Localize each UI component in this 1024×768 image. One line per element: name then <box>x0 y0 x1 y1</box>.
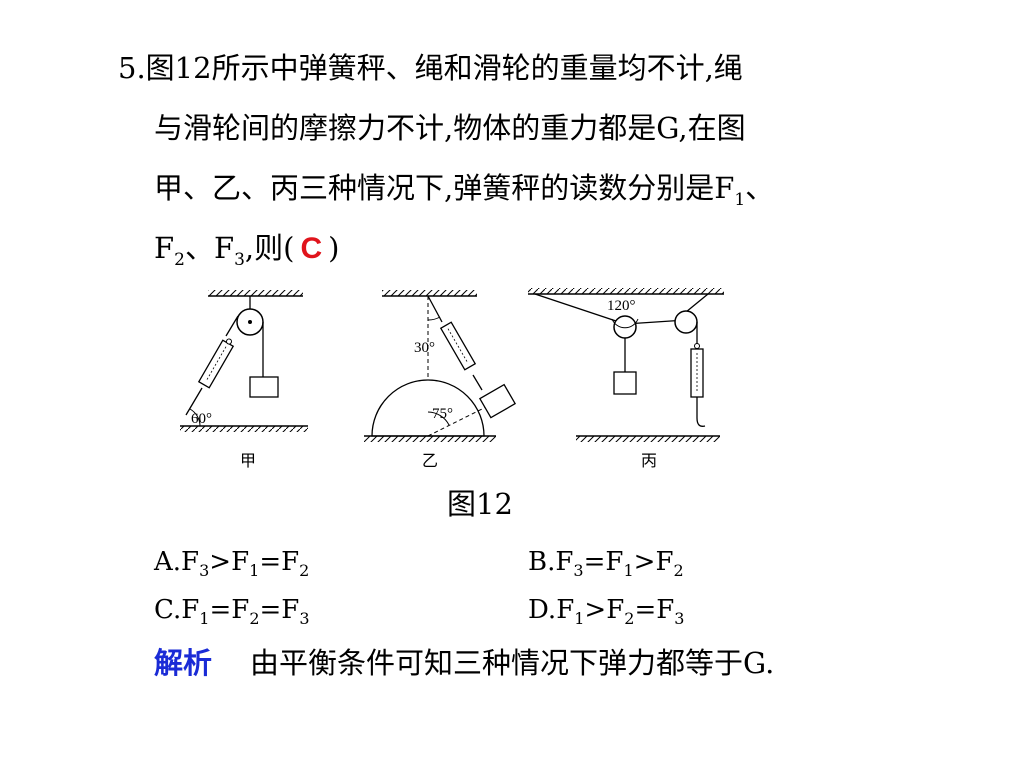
option-subscript: 3 <box>299 609 310 628</box>
option-term: F <box>605 547 624 577</box>
question-number: 5. <box>118 51 146 85</box>
diagram-bing: 120° 丙 <box>528 288 724 470</box>
answer-mark: C <box>300 232 323 265</box>
option-letter: A. <box>154 547 182 577</box>
spring-scale-icon <box>690 343 706 427</box>
semicircle-surface <box>371 379 485 437</box>
option-term: F <box>556 595 575 625</box>
rope-left-lower <box>185 387 203 416</box>
option-term: F <box>231 547 250 577</box>
option-subscript: 3 <box>573 561 584 580</box>
caption-bing: 丙 <box>641 453 657 470</box>
ground-hatch <box>576 436 720 442</box>
option-subscript: 1 <box>574 609 585 628</box>
pulley-icon <box>674 310 698 334</box>
option-subscript: 2 <box>624 609 635 628</box>
option-subscript: 3 <box>199 561 210 580</box>
option-subscript: 2 <box>299 561 310 580</box>
ceiling-hatch <box>208 290 303 296</box>
ground-hatch <box>180 426 308 432</box>
option-letter: B. <box>528 547 556 577</box>
radius-dashed-line <box>427 404 491 437</box>
ground-hatch <box>364 436 496 442</box>
angle-75-label: 75° <box>432 406 453 422</box>
angle-arc-top <box>427 316 441 321</box>
option-d[interactable]: D.F1>F2=F3 <box>528 594 684 635</box>
rope-right-anchor <box>685 293 709 313</box>
option-term: = <box>634 595 657 625</box>
option-term: = <box>209 595 232 625</box>
option-term: F <box>606 595 625 625</box>
ceiling-hatch <box>382 290 477 296</box>
option-subscript: 1 <box>623 561 634 580</box>
angle-arc <box>611 318 639 329</box>
option-b[interactable]: B.F3=F1>F2 <box>528 546 684 587</box>
option-term: = <box>259 547 282 577</box>
physics-figure: 60° 甲 30° 75° 乙 <box>180 288 724 470</box>
option-subscript: 1 <box>249 561 260 580</box>
angle-120-label: 120° <box>607 298 636 314</box>
analysis-label: 解析 <box>154 646 213 680</box>
option-term: F <box>655 547 674 577</box>
option-a[interactable]: A.F3>F1=F2 <box>154 546 309 587</box>
option-subscript: 1 <box>199 609 210 628</box>
question-line-1: 5.图12所示中弹簧秤、绳和滑轮的重量均不计,绳 <box>118 51 743 85</box>
option-term: F <box>281 595 300 625</box>
option-subscript: 2 <box>673 561 684 580</box>
option-term: F <box>181 547 200 577</box>
weight-block <box>613 371 637 395</box>
diagram-jia: 60° 甲 <box>180 290 308 470</box>
question-line-3: 甲、乙、丙三种情况下,弹簧秤的读数分别是F1、 <box>154 171 775 210</box>
option-term: F <box>555 547 574 577</box>
option-letter: C. <box>154 595 182 625</box>
option-term: F <box>281 547 300 577</box>
option-term: F <box>181 595 200 625</box>
ceiling-hatch <box>528 288 724 294</box>
option-term: F <box>656 595 675 625</box>
option-term: F <box>231 595 250 625</box>
rope-left <box>534 293 626 325</box>
angle-arc <box>189 408 201 427</box>
analysis-text: 由平衡条件可知三种情况下弹力都等于G. <box>250 646 775 680</box>
rope-bottom <box>472 374 483 391</box>
angle-30-label: 30° <box>414 340 435 356</box>
option-term: > <box>584 595 607 625</box>
caption-jia: 甲 <box>240 453 256 470</box>
rope-top <box>427 295 443 323</box>
option-term: > <box>209 547 232 577</box>
rope-left-upper <box>225 315 239 337</box>
option-term: = <box>583 547 606 577</box>
question-line-4: F2、F3,则(C) <box>154 231 340 270</box>
question-line-2: 与滑轮间的摩擦力不计,物体的重力都是G,在图 <box>154 111 746 145</box>
pulley-axle <box>248 320 252 324</box>
caption-yi: 乙 <box>422 453 438 470</box>
option-c[interactable]: C.F1=F2=F3 <box>154 594 310 635</box>
pulley-icon <box>613 315 637 339</box>
option-letter: D. <box>528 595 557 625</box>
option-term: > <box>633 547 656 577</box>
angle-60-label: 60° <box>191 411 212 427</box>
weight-block <box>478 383 517 419</box>
analysis-line: 解析 由平衡条件可知三种情况下弹力都等于G. <box>154 645 774 681</box>
spring-scale-icon <box>439 321 477 371</box>
weight-block <box>249 376 279 398</box>
option-subscript: 2 <box>249 609 260 628</box>
option-subscript: 3 <box>674 609 685 628</box>
option-term: = <box>259 595 282 625</box>
spring-scale-icon <box>197 338 235 389</box>
figure-caption: 图12 <box>447 487 513 521</box>
angle-arc-block <box>427 411 450 426</box>
diagram-yi: 30° 75° 乙 <box>364 290 517 470</box>
